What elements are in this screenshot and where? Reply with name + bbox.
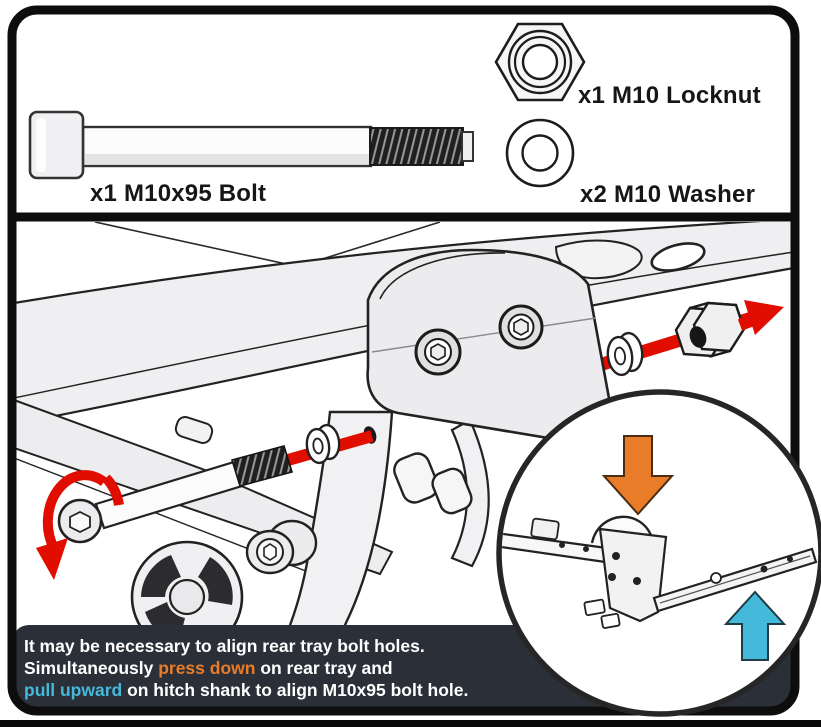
pull-up-arrow (723, 590, 787, 661)
rail-slot-hole (650, 242, 706, 272)
washer-label: x2 M10 Washer (580, 181, 755, 208)
locknut-3d (674, 301, 746, 358)
main-illustration (14, 222, 794, 692)
caption-line2-post: on rear tray and (255, 658, 392, 678)
bolt-illustration (28, 110, 474, 180)
hitch-bracket-head (366, 248, 615, 446)
washer-on-bolt (305, 423, 341, 465)
caption-line2: Simultaneously press down on rear tray a… (24, 658, 393, 678)
tray-wheel (130, 540, 244, 654)
insert-arrowhead (744, 300, 784, 335)
next-panel-edge (0, 720, 821, 727)
pull-upward-highlight: pull upward (24, 680, 122, 700)
caption-line3: pull upward on hitch shank to align M10x… (24, 680, 468, 700)
inset-hitch-shank (652, 547, 818, 613)
press-down-highlight: press down (158, 658, 255, 678)
caption-line3-post: on hitch shank to align M10x95 bolt hole… (122, 680, 468, 700)
caption-line1: It may be necessary to align rear tray b… (24, 636, 425, 656)
detail-inset-circle (496, 389, 821, 717)
inset-hitch-clamp (583, 527, 668, 629)
locknut-label: x1 M10 Locknut (578, 82, 761, 109)
bolt-label: x1 M10x95 Bolt (90, 180, 266, 207)
rotate-bolt-arrow (36, 470, 124, 580)
press-down-arrow (601, 435, 675, 516)
locknut-illustration (494, 22, 586, 102)
washer-illustration (505, 118, 575, 188)
adjust-knob (245, 519, 318, 575)
panel-border (7, 5, 800, 716)
washer-outer (606, 331, 644, 377)
caption-line2-pre: Simultaneously (24, 658, 158, 678)
parts-panel: x1 M10x95 Bolt x1 M10 Locknut x2 M10 Was… (28, 22, 761, 208)
m10x95-bolt (57, 445, 294, 544)
